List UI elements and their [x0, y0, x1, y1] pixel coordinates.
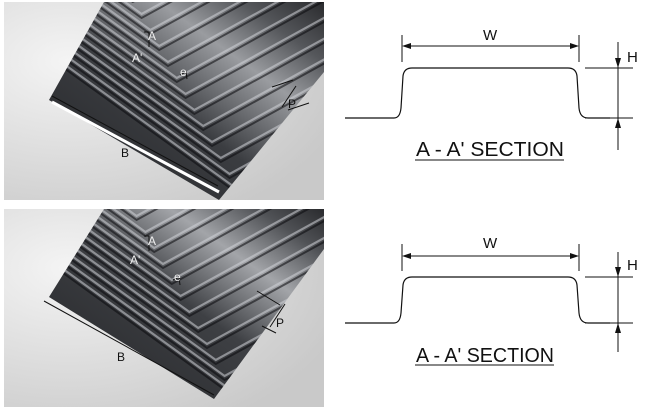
label-w: W [483, 235, 498, 252]
label-a-prime: A' [132, 51, 142, 65]
chevron-cleat [49, 209, 324, 266]
label-a: A [148, 234, 156, 248]
section-drawing-top: W H A - A' SECTION [340, 10, 645, 175]
cleat-profile [345, 67, 610, 119]
chevron-cleat [49, 43, 324, 176]
label-p: P [276, 316, 284, 330]
chevron-cleat-shadow [49, 209, 324, 222]
label-h: H [627, 257, 638, 274]
annotation-lines [43, 235, 286, 396]
chevron-cleat [49, 2, 324, 80]
dimension-arrows [402, 43, 621, 128]
chevron-cleat-shadow [49, 209, 324, 286]
section-caption: A - A' SECTION [416, 139, 564, 161]
chevron-cleat-shadow [49, 209, 324, 254]
chevron-cleat-shadow [49, 2, 324, 20]
chevron-cleat [49, 213, 324, 346]
belt-edge [51, 100, 220, 194]
section-drawing-top-svg: W H A - A' SECTION [345, 27, 638, 161]
chevron-cleat-shadow [49, 233, 324, 366]
belt-surface [49, 209, 324, 399]
chevron-cleat [49, 229, 324, 362]
chevron-cleat [49, 245, 324, 378]
cleat-profile [345, 276, 610, 324]
dimension-lines [401, 35, 633, 161]
chevron-cleat [49, 209, 324, 250]
dimension-arrows [402, 253, 621, 333]
label-a-prime: A' [130, 253, 140, 267]
chevron-cleat [49, 27, 324, 160]
belt-photo-top: A A' e P B [4, 2, 324, 200]
chevron-cleat-shadow [49, 217, 324, 350]
label-a: A [148, 29, 156, 43]
chevron-cleat [49, 2, 324, 16]
chevron-cleat-shadow [49, 2, 324, 36]
chevron-cleat-shadow [49, 47, 324, 180]
label-b: B [117, 350, 125, 364]
chevron-cleat-shadow [49, 2, 324, 68]
belt-photo-bottom: A A' e P B [4, 209, 324, 407]
section-drawing-bottom: W H A - A' SECTION [340, 220, 645, 385]
chevron-cleat [49, 209, 324, 234]
chevron-cleat-shadow [49, 2, 324, 84]
chevron-cleat [49, 209, 324, 282]
label-b: B [121, 146, 129, 160]
label-p: P [288, 97, 296, 111]
section-drawing-bottom-svg: W H A - A' SECTION [345, 235, 638, 367]
chevron-cleat [49, 2, 324, 32]
chevron-cleat [49, 11, 324, 144]
chevron-cleat [49, 2, 324, 64]
belt-photo-bottom-svg: A A' e P B [4, 209, 324, 407]
belt-surface [49, 2, 324, 200]
chevron-cleat-shadow [49, 249, 324, 382]
label-e: e [180, 65, 187, 79]
section-caption: A - A' SECTION [416, 345, 554, 367]
chevron-cleat-shadow [49, 31, 324, 164]
chevron-cleat-shadow [49, 2, 324, 52]
chevron-cleat-shadow [49, 2, 324, 132]
annotation-lines [51, 31, 310, 187]
belt-photo-top-svg: A A' e P B [4, 2, 324, 200]
label-e: e [174, 270, 181, 284]
chevron-cleat [49, 2, 324, 48]
chevron-cleat [49, 2, 324, 128]
label-h: H [627, 49, 638, 66]
chevron-cleat-shadow [49, 15, 324, 148]
chevron-cleat [49, 209, 324, 218]
chevron-cleat-shadow [49, 209, 324, 270]
label-w: W [483, 27, 498, 44]
